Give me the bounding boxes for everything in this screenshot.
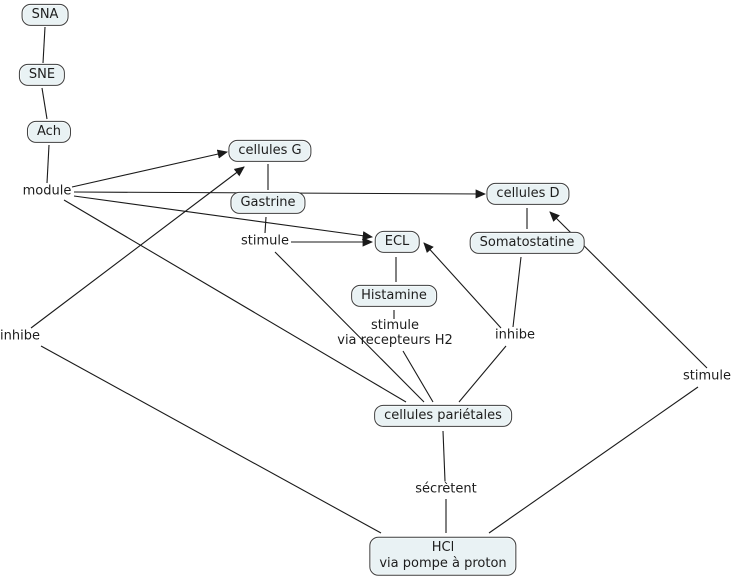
- node-sne[interactable]: SNE: [18, 63, 66, 87]
- edge-module-ecl: [73, 195, 374, 241]
- edge-module-cellules-parietales: [63, 199, 407, 403]
- edge-gastrine-stimule-gastrine: [264, 216, 267, 234]
- node-somatostatine[interactable]: Somatostatine: [469, 231, 585, 255]
- link-label-inhibe-gauche[interactable]: inhibe: [0, 328, 40, 344]
- link-label-module[interactable]: module: [22, 183, 72, 199]
- link-label-stimule-h2[interactable]: stimule via recepteurs H2: [337, 318, 453, 348]
- edge-ach-module: [46, 144, 50, 184]
- node-cellules-g[interactable]: cellules G: [228, 139, 312, 163]
- node-ecl[interactable]: ECL: [374, 230, 420, 254]
- node-hcl[interactable]: HCl via pompe à proton: [369, 536, 517, 576]
- link-label-inhibe-droite[interactable]: inhibe: [495, 327, 535, 343]
- edge-hcl-stimule-hcl: [488, 386, 699, 534]
- edge-inhibe-gauche-cellules-g: [30, 166, 245, 329]
- edge-cellules-parietales-secretent: [442, 430, 446, 482]
- edge-stimule-gastrine-cellules-parietales: [274, 251, 425, 403]
- node-cellules-d[interactable]: cellules D: [486, 182, 570, 206]
- edge-inhibe-droite-cellules-parietales: [458, 345, 507, 403]
- node-gastrine[interactable]: Gastrine: [230, 191, 306, 215]
- link-label-stimule-hcl[interactable]: stimule: [683, 368, 731, 384]
- edge-sne-ach: [41, 87, 48, 120]
- node-ach[interactable]: Ach: [26, 120, 72, 144]
- edge-module-cellules-g: [71, 149, 229, 188]
- node-cellules-parietales[interactable]: cellules pariétales: [374, 404, 512, 428]
- edge-sna-sne: [42, 26, 46, 64]
- node-histamine[interactable]: Histamine: [351, 284, 437, 308]
- node-sna[interactable]: SNA: [21, 3, 69, 27]
- edge-stimule-h2-cellules-parietales: [402, 350, 434, 403]
- link-label-stimule-gastrine[interactable]: stimule: [241, 233, 289, 249]
- edge-hcl-inhibe-gauche: [40, 345, 382, 534]
- edge-somatostatine-inhibe-droite: [512, 256, 522, 328]
- edge-inhibe-droite-ecl: [423, 242, 502, 329]
- link-label-secretent[interactable]: sécrètent: [415, 481, 477, 497]
